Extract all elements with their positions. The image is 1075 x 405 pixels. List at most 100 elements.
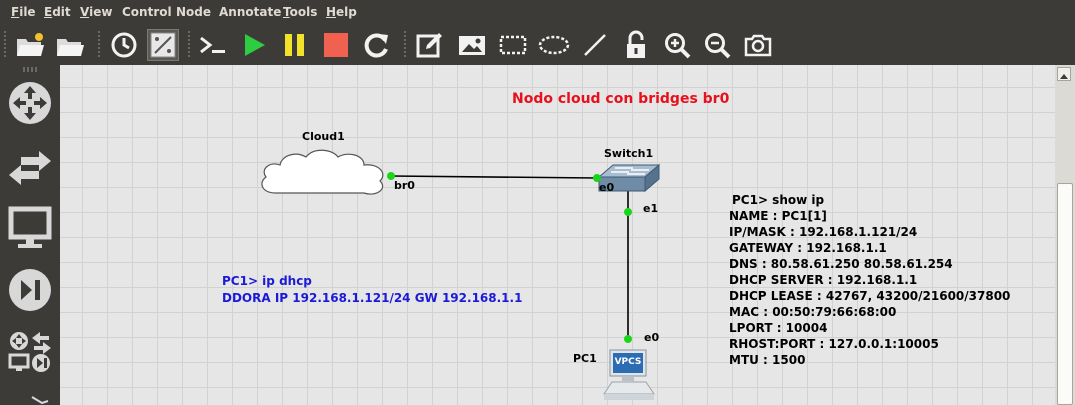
- draw-ellipse-button[interactable]: [538, 29, 570, 61]
- console-icon: [200, 36, 225, 54]
- zoom-in-button[interactable]: [661, 29, 693, 61]
- pc-port-e0-dot[interactable]: [624, 335, 632, 343]
- zoom-out-icon: [705, 33, 731, 59]
- pause-button[interactable]: [279, 29, 311, 61]
- switch-arrows-icon: [9, 151, 51, 185]
- new-project-icon: [17, 33, 44, 56]
- reload-icon: [364, 33, 388, 58]
- end-device-monitor-icon: [8, 206, 52, 248]
- stop-button[interactable]: [320, 29, 352, 61]
- switch-port-e1-label: e1: [643, 202, 659, 215]
- routers-button[interactable]: [6, 79, 54, 127]
- all-devices-button[interactable]: [6, 327, 54, 375]
- new-project-button[interactable]: [14, 29, 46, 61]
- show-ip-dhcp-server: DHCP SERVER : 192.168.1.1: [729, 273, 918, 287]
- snapshot-button[interactable]: [108, 29, 140, 61]
- canvas-title-note[interactable]: Nodo cloud con bridges br0: [512, 91, 730, 107]
- canvas-vertical-scrollbar[interactable]: [1055, 65, 1075, 405]
- security-device-icon: [9, 269, 51, 311]
- show-ip-gateway: GATEWAY : 192.168.1.1: [729, 241, 887, 255]
- zoom-out-button[interactable]: [701, 29, 733, 61]
- show-interface-labels-icon: [150, 32, 176, 58]
- show-ip-lport: LPORT : 10004: [729, 321, 828, 335]
- pc-port-e0-label: e0: [644, 331, 660, 344]
- toolbar-separator: [188, 31, 190, 59]
- show-interface-labels-button[interactable]: [147, 29, 179, 61]
- insert-picture-icon: [459, 36, 485, 55]
- insert-picture-button[interactable]: [456, 29, 488, 61]
- vpcs-screen-label: VPCS: [614, 357, 642, 367]
- switch-port-e0-dot[interactable]: [593, 174, 601, 182]
- security-devices-button[interactable]: [6, 266, 54, 314]
- dhcp-note[interactable]: PC1> ip dhcp DDORA IP 192.168.1.121/24 G…: [222, 273, 522, 307]
- vpcs-computer-icon: [603, 349, 655, 400]
- cloud-port-dot[interactable]: [387, 172, 395, 180]
- stop-icon: [324, 33, 348, 57]
- cloud-node-label: Cloud1: [302, 130, 345, 143]
- toolbar: [0, 25, 1075, 65]
- console-button[interactable]: [197, 29, 229, 61]
- switch-node-label: Switch1: [604, 147, 654, 160]
- scroll-up-button[interactable]: [1057, 67, 1071, 81]
- show-ip-rhost-port: RHOST:PORT : 127.0.0.1:10005: [729, 337, 939, 351]
- sidebar-grip: [23, 67, 37, 72]
- start-icon: [245, 34, 265, 56]
- draw-ellipse-icon: [538, 35, 570, 55]
- reload-button[interactable]: [361, 29, 393, 61]
- device-sidebar: [0, 65, 60, 405]
- show-ip-dhcp-lease: DHCP LEASE : 42767, 43200/21600/37800: [729, 289, 1011, 303]
- add-note-icon: [416, 33, 442, 58]
- switch-device-icon: [597, 163, 661, 193]
- show-ip-mask: IP/MASK : 192.168.1.121/24: [729, 225, 918, 239]
- pc-node-label: PC1: [573, 352, 597, 365]
- toolbar-grip: [4, 31, 6, 59]
- menu-tools[interactable]: Tools: [283, 5, 318, 19]
- cloud-node[interactable]: [256, 147, 394, 199]
- open-project-icon: [57, 39, 84, 56]
- scroll-up-arrow-icon: [1060, 74, 1068, 79]
- switch-port-e1-dot[interactable]: [624, 208, 632, 216]
- show-ip-command: PC1> show ip: [732, 193, 825, 207]
- menu-help[interactable]: Help: [326, 5, 357, 19]
- cloud-port-label: br0: [394, 179, 415, 192]
- menu-bar: File Edit View Control Node Annotate Too…: [0, 0, 1075, 25]
- menu-file[interactable]: File: [11, 5, 36, 19]
- sidebar-more-arrow-icon[interactable]: [30, 395, 50, 405]
- end-devices-button[interactable]: [6, 204, 54, 252]
- all-devices-icon: [8, 332, 51, 372]
- topology-canvas[interactable]: Nodo cloud con bridges br0 Cloud1 br0 Sw…: [60, 65, 1055, 405]
- screenshot-button[interactable]: [742, 29, 774, 61]
- switch-port-e0-label: e0: [599, 181, 615, 194]
- router-icon: [9, 82, 51, 124]
- toolbar-separator: [404, 31, 406, 59]
- pc-node[interactable]: VPCS: [600, 348, 658, 405]
- show-ip-name: NAME : PC1[1]: [729, 209, 827, 223]
- switch-node[interactable]: [597, 163, 661, 195]
- draw-rectangle-icon: [499, 35, 527, 55]
- snapshot-clock-icon: [111, 32, 137, 58]
- switches-button[interactable]: [6, 144, 54, 192]
- start-button[interactable]: [238, 29, 270, 61]
- show-ip-mtu: MTU : 1500: [729, 353, 806, 367]
- menu-control[interactable]: Control: [122, 5, 172, 19]
- zoom-in-icon: [665, 33, 691, 59]
- link-cloud-switch[interactable]: [390, 175, 598, 179]
- lock-icon: [627, 30, 645, 58]
- show-ip-mac: MAC : 00:50:79:66:68:00: [729, 305, 897, 319]
- menu-annotate[interactable]: Annotate: [219, 5, 282, 19]
- dhcp-note-line2: DDORA IP 192.168.1.121/24 GW 192.168.1.1: [222, 291, 523, 305]
- screenshot-icon: [744, 34, 772, 57]
- menu-view[interactable]: View: [80, 5, 113, 19]
- show-ip-note[interactable]: PC1> show ip NAME : PC1[1] IP/MASK : 192…: [729, 192, 1010, 368]
- show-ip-dns: DNS : 80.58.61.250 80.58.61.254: [729, 257, 953, 271]
- dhcp-note-line1: PC1> ip dhcp: [222, 274, 312, 288]
- cloud-icon: [261, 149, 384, 195]
- scroll-thumb[interactable]: [1057, 183, 1073, 405]
- open-project-button[interactable]: [54, 29, 86, 61]
- add-note-button[interactable]: [413, 29, 445, 61]
- lock-button[interactable]: [620, 29, 652, 61]
- draw-rectangle-button[interactable]: [497, 29, 529, 61]
- menu-node[interactable]: Node: [176, 5, 212, 19]
- menu-edit[interactable]: Edit: [44, 5, 71, 19]
- draw-line-button[interactable]: [579, 29, 611, 61]
